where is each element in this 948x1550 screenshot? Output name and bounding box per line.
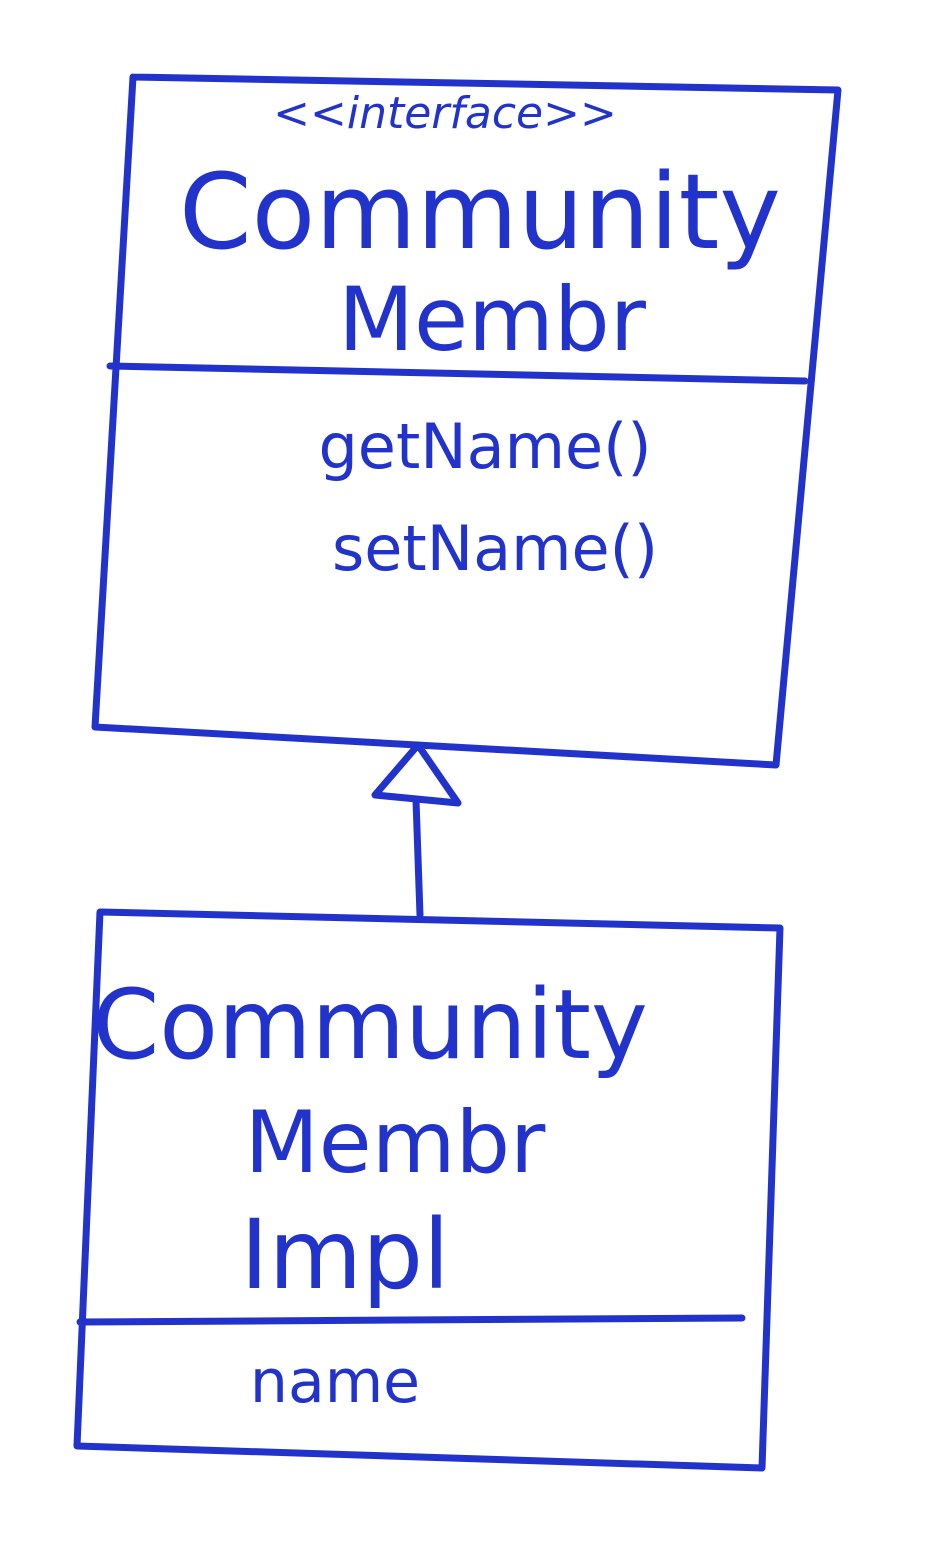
impl-class-name-line2: Membr <box>245 1093 546 1193</box>
interface-class-divider <box>106 362 809 385</box>
realization-line <box>412 796 424 919</box>
interface-class-name-line1: Community <box>179 151 781 273</box>
impl-class-divider <box>76 1314 746 1326</box>
impl-class-outline <box>73 908 784 1472</box>
interface-class-outline <box>91 73 842 769</box>
impl-class-name-line3: Impl <box>240 1199 449 1311</box>
hollow-triangle-arrow-icon <box>371 741 462 807</box>
interface-method-setname: setName() <box>332 512 658 585</box>
impl-class-name-line1: Community <box>92 969 648 1081</box>
impl-class-box: Community Membr Impl name <box>73 908 784 1472</box>
impl-attribute-name: name <box>250 1347 420 1417</box>
interface-class-box: <<interface>> Community Membr getName() … <box>91 73 842 769</box>
realization-arrow <box>371 741 462 919</box>
interface-stereotype: <<interface>> <box>273 88 617 139</box>
interface-class-name-line2: Membr <box>338 268 647 371</box>
interface-method-getname: getName() <box>318 410 651 483</box>
